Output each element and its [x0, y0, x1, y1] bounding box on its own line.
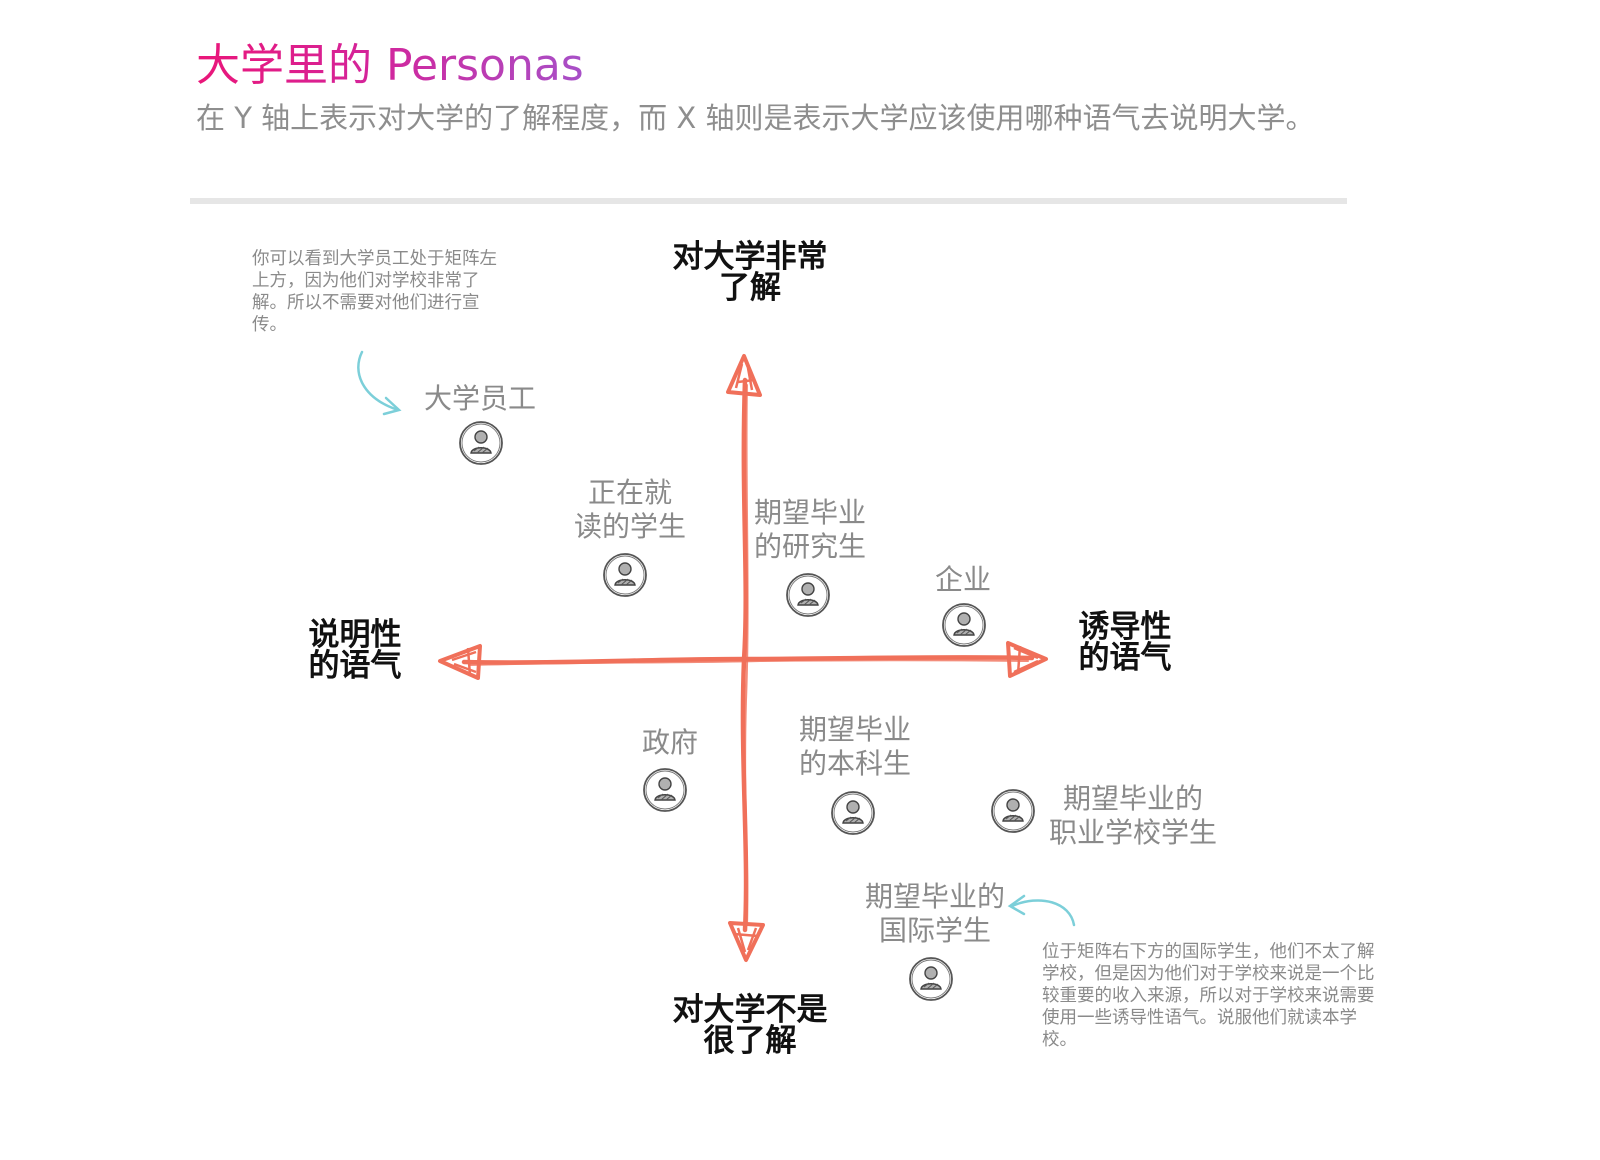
user-avatar-icon [942, 603, 986, 647]
user-avatar-icon [991, 789, 1035, 833]
user-avatar-icon [909, 957, 953, 1001]
persona-label-graduate: 期望毕业 的研究生 [753, 496, 866, 563]
vertical-axis-secondary-stroke [744, 384, 749, 926]
arrowhead-right [1006, 641, 1048, 678]
horizontal-axis-secondary-stroke [469, 659, 1029, 666]
user-avatar-icon [786, 573, 830, 617]
note-bottom-right: 位于矩阵右下方的国际学生，他们不太了解学校，但是因为他们对于学校来说是一个比较重… [1042, 942, 1375, 1050]
page-subtitle: 在 Y 轴上表示对大学的了解程度，而 X 轴则是表示大学应该使用哪种语气去说明大… [196, 101, 1315, 135]
note-arrow-top-left [357, 350, 402, 416]
persona-label-international: 期望毕业的 国际学生 [864, 880, 1005, 947]
header-divider [190, 198, 1347, 204]
note-arrow-bottom-right [1007, 894, 1076, 927]
axis-label-top: 对大学非常 了解 [672, 239, 828, 306]
persona-label-current-students: 正在就 读的学生 [573, 476, 686, 543]
page-title: 大学里的 Personas [196, 38, 584, 94]
user-avatar-icon [459, 421, 503, 465]
persona-label-staff: 大学员工 [423, 382, 536, 415]
axis-label-bottom: 对大学不是 很了解 [672, 992, 828, 1059]
arrowhead-bottom [728, 921, 765, 962]
note-top-left: 你可以看到大学员工处于矩阵左上方，因为他们对学校非常了解。所以不需要对他们进行宣… [252, 249, 497, 335]
arrowhead-top [726, 354, 762, 397]
axis-label-left: 说明性 的语气 [308, 617, 402, 684]
persona-label-undergraduate: 期望毕业 的本科生 [798, 713, 911, 780]
persona-label-vocational: 期望毕业的 职业学校学生 [1048, 782, 1217, 849]
user-avatar-icon [603, 553, 647, 597]
horizontal-axis [461, 655, 1035, 665]
user-avatar-icon [643, 768, 687, 812]
persona-label-enterprise: 企业 [934, 563, 991, 596]
user-avatar-icon [831, 791, 875, 835]
arrowhead-left [438, 644, 482, 680]
persona-label-government: 政府 [641, 726, 698, 759]
axis-label-right: 诱导性 的语气 [1078, 609, 1172, 676]
